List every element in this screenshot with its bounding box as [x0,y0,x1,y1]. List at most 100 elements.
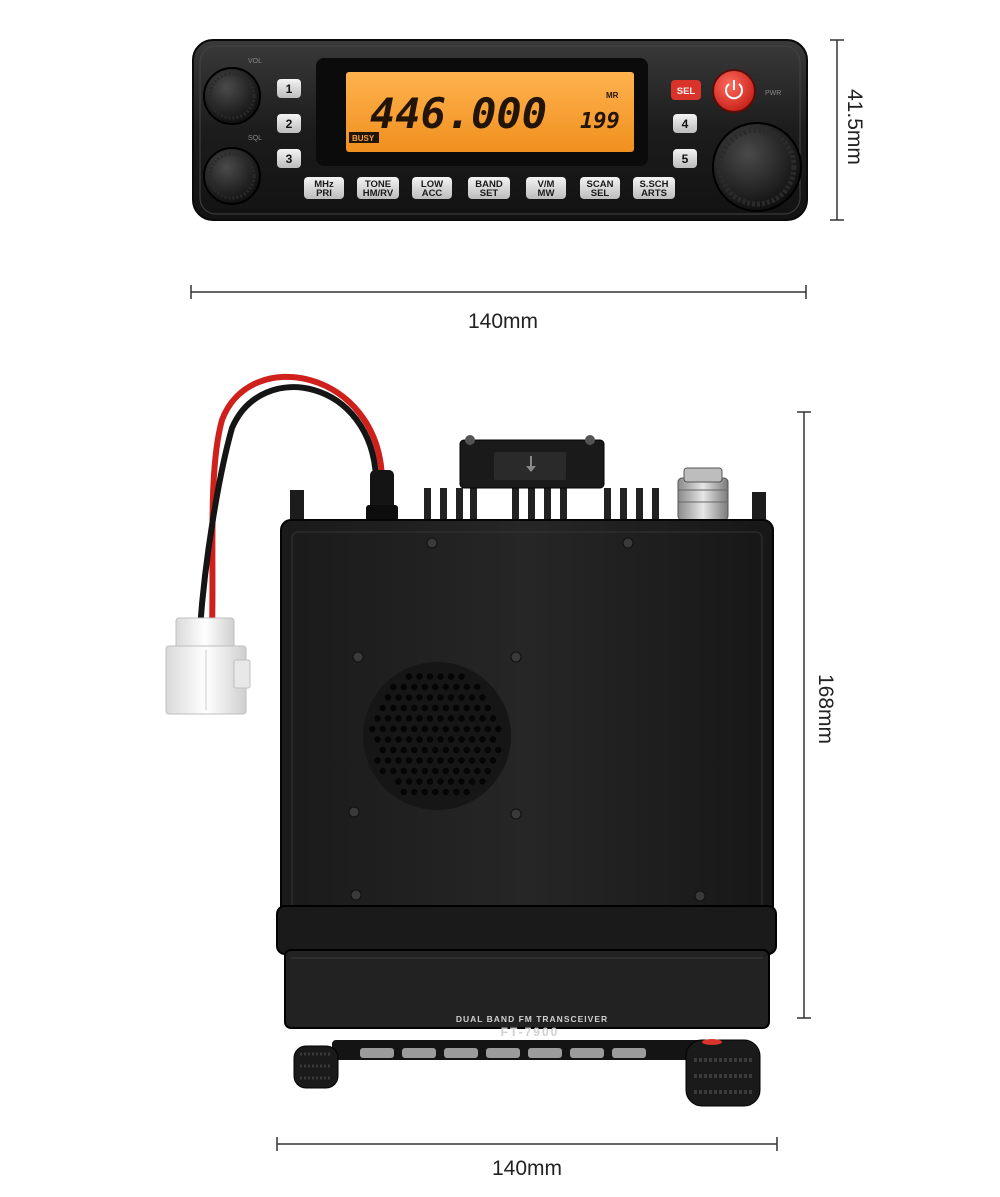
speaker-hole [379,767,386,775]
power-plug-connector [165,617,251,715]
speaker-hole [479,694,486,701]
speaker-hole [421,683,428,691]
speaker-hole [474,767,481,775]
number-key-2[interactable]: 2 [277,114,301,133]
speaker-hole [463,725,470,733]
speaker-hole [468,715,476,722]
speaker-hole [484,746,491,754]
speaker-hole [437,694,444,701]
speaker-hole [379,704,386,712]
lcd-busy-indicator: BUSY [352,134,375,143]
power-icon [725,83,743,100]
speaker-hole [495,725,502,733]
speaker-hole [395,694,402,701]
antenna-connector [677,467,729,521]
function-key-band[interactable]: BAND SET [468,177,510,199]
speaker-hole [405,694,413,701]
speaker-hole [458,757,465,764]
speaker-hole [463,746,470,754]
speaker-hole [447,715,455,722]
front-key-strip [360,1048,646,1058]
speaker-hole [374,757,381,764]
speaker-hole [442,725,449,733]
speaker-hole [447,694,455,701]
lcd-frequency: 446.000 [370,89,547,138]
speaker-hole [432,704,439,712]
speaker-hole [474,746,481,754]
function-key-mhz[interactable]: MHz PRI [304,177,344,199]
speaker-hole [426,694,434,701]
speaker-hole [411,725,418,733]
speaker-hole [384,694,392,701]
speaker-hole [395,778,402,785]
speaker-hole [426,736,434,743]
speaker-hole [437,757,444,764]
sel-button[interactable]: SEL [671,80,701,100]
number-key-3[interactable]: 3 [277,149,301,168]
speaker-hole [416,757,423,764]
speaker-hole [479,778,486,785]
speaker-hole [400,725,407,733]
speaker-hole [453,746,460,754]
top-width-dimension: 140mm [276,1137,778,1180]
speaker-hole [411,767,418,775]
svg-text:HM/RV: HM/RV [363,188,394,199]
speaker-hole [411,704,418,712]
squelch-knob[interactable] [203,147,261,205]
function-key-low[interactable]: LOW ACC [412,177,452,199]
volume-knob[interactable] [203,67,261,125]
svg-text:SCAN: SCAN [587,179,614,190]
speaker-hole [421,725,428,733]
number-key-5[interactable]: 5 [673,149,697,168]
speaker-hole [416,694,423,701]
speaker-hole [395,757,402,764]
function-key-vm[interactable]: V/M MW [526,177,566,199]
front-width-label: 140mm [468,310,538,333]
svg-text:SET: SET [480,188,499,199]
vol-label: VOL [248,58,262,65]
function-key-scan[interactable]: SCAN SEL [580,177,620,199]
number-key-1[interactable]: 1 [277,79,301,98]
speaker-hole [479,736,486,743]
speaker-hole [379,746,386,754]
speaker-hole [447,757,455,764]
speaker-hole [453,704,460,712]
speaker-hole [479,715,486,722]
function-key-ssch[interactable]: S.SCH ARTS [633,177,675,199]
svg-text:TONE: TONE [365,179,391,190]
top-view-front-edge: DUAL BAND FM TRANSCEIVER FT-7900 [276,905,777,1107]
product-subtitle: DUAL BAND FM TRANSCEIVER [456,1014,608,1024]
speaker-hole [468,778,476,785]
number-key-4[interactable]: 4 [673,114,697,133]
function-key-tone[interactable]: TONE HM/RV [357,177,399,199]
speaker-hole [489,715,497,722]
speaker-hole [374,736,381,743]
speaker-grille [363,662,511,810]
speaker-hole [379,725,386,733]
speaker-hole [432,683,439,691]
speaker-hole [495,746,502,754]
product-model: FT-7900 [501,1025,560,1039]
dial-knob[interactable] [712,122,802,212]
speaker-hole [405,673,413,680]
rear-data-port [459,435,605,489]
power-button[interactable] [712,69,756,113]
speaker-hole [384,757,392,764]
top-depth-label: 168mm [814,674,837,744]
speaker-hole [458,694,465,701]
speaker-hole [437,736,444,743]
speaker-hole [463,683,470,691]
speaker-hole [458,715,465,722]
speaker-hole [421,704,428,712]
lcd-display: 446.000 MR 199 BUSY [316,58,648,166]
speaker-hole [416,715,423,722]
svg-text:MW: MW [538,188,555,199]
speaker-hole [484,704,491,712]
lcd-channel: 199 [580,109,620,134]
speaker-hole [405,736,413,743]
top-view-body [280,519,774,926]
speaker-hole [416,778,423,785]
top-depth-dimension: 168mm [797,411,837,1019]
svg-text:ACC: ACC [422,188,443,199]
speaker-hole [458,673,465,680]
